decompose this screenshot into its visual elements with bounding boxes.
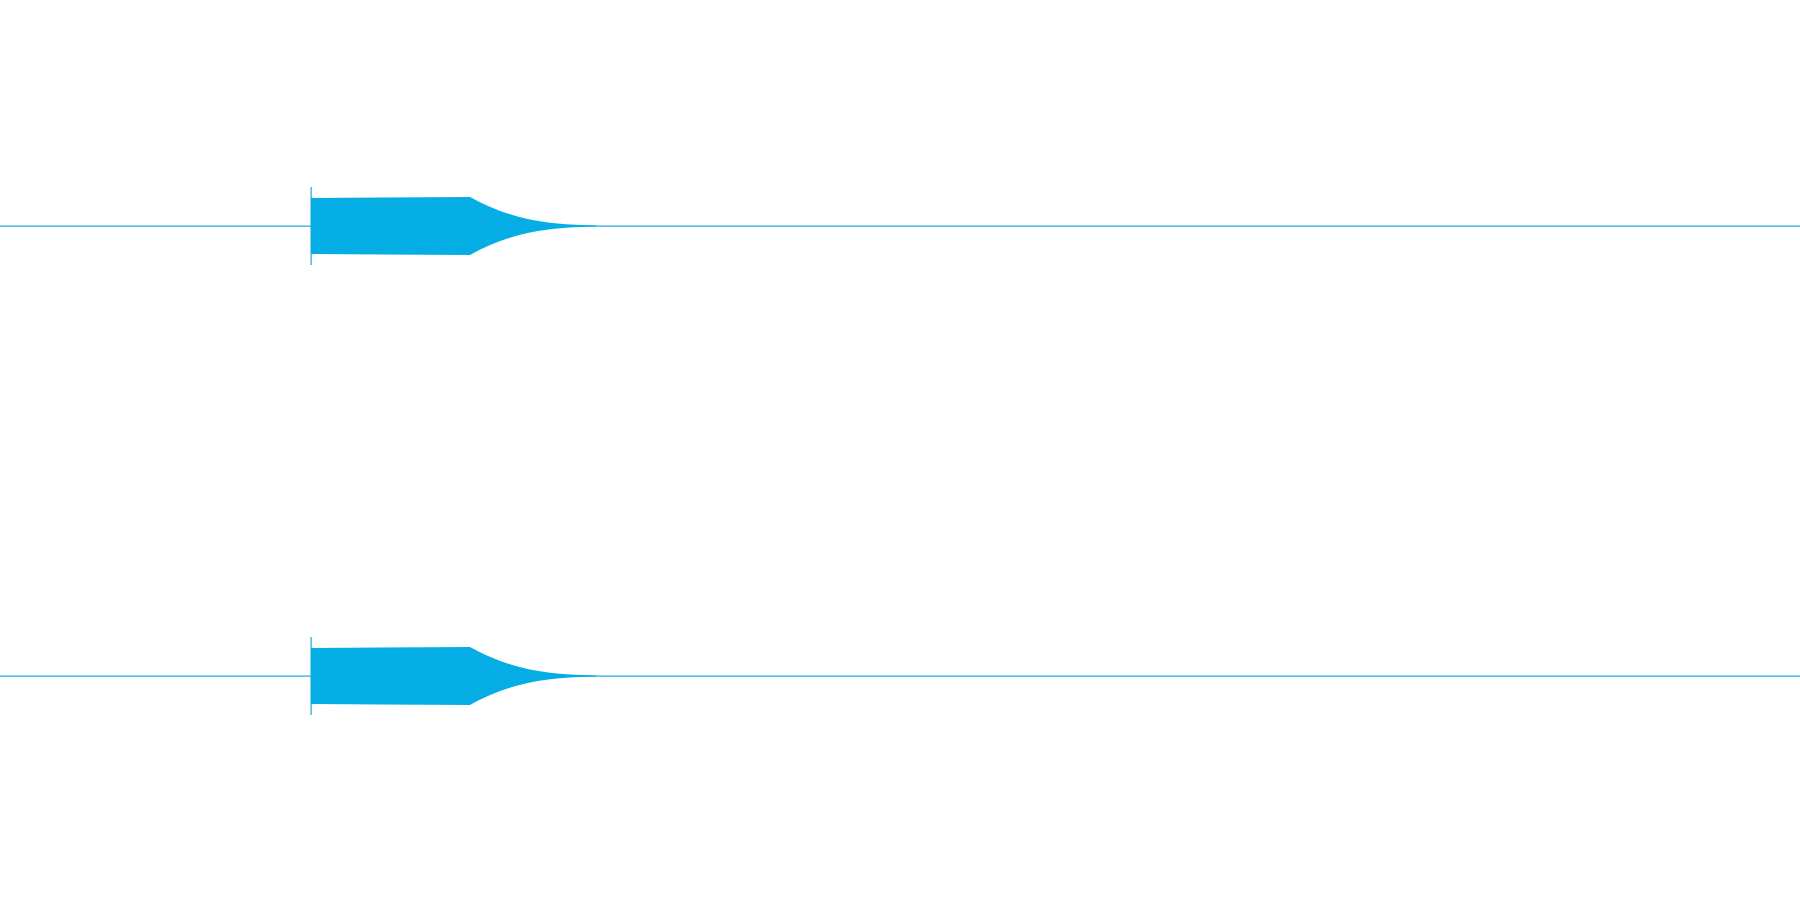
track-baseline [0,225,1800,227]
waveform-envelope-icon [311,197,596,255]
waveform-envelope-icon [311,647,596,705]
track-baseline [0,675,1800,677]
track-1 [0,187,1800,265]
track-2 [0,637,1800,715]
